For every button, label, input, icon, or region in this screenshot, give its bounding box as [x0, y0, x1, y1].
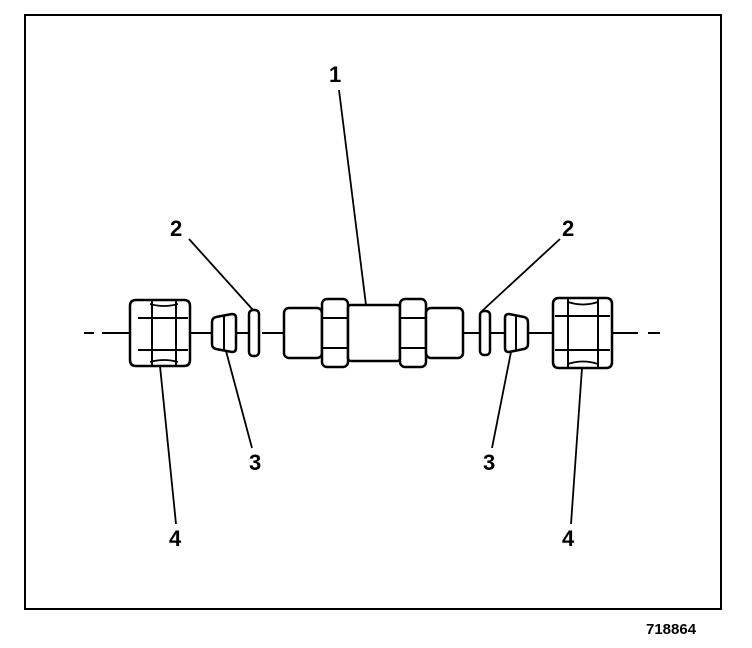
seal-right [478, 309, 492, 357]
flare-nut-right [551, 296, 614, 370]
callout-4-right: 4 [562, 526, 575, 551]
callout-2-left: 2 [170, 216, 183, 241]
sleeve-right [503, 312, 530, 354]
leader-lines [159, 89, 583, 525]
flare-nut-left [128, 298, 192, 368]
seal-left [247, 308, 261, 358]
callout-4-left: 4 [169, 526, 182, 551]
callout-2-right: 2 [562, 216, 575, 241]
figure-id: 718864 [646, 621, 697, 638]
diagram-frame [24, 14, 722, 610]
callout-1: 1 [329, 62, 342, 87]
union-body [282, 297, 465, 369]
sleeve-left [210, 312, 238, 354]
callout-3-right: 3 [483, 450, 496, 475]
callout-3-left: 3 [249, 450, 262, 475]
